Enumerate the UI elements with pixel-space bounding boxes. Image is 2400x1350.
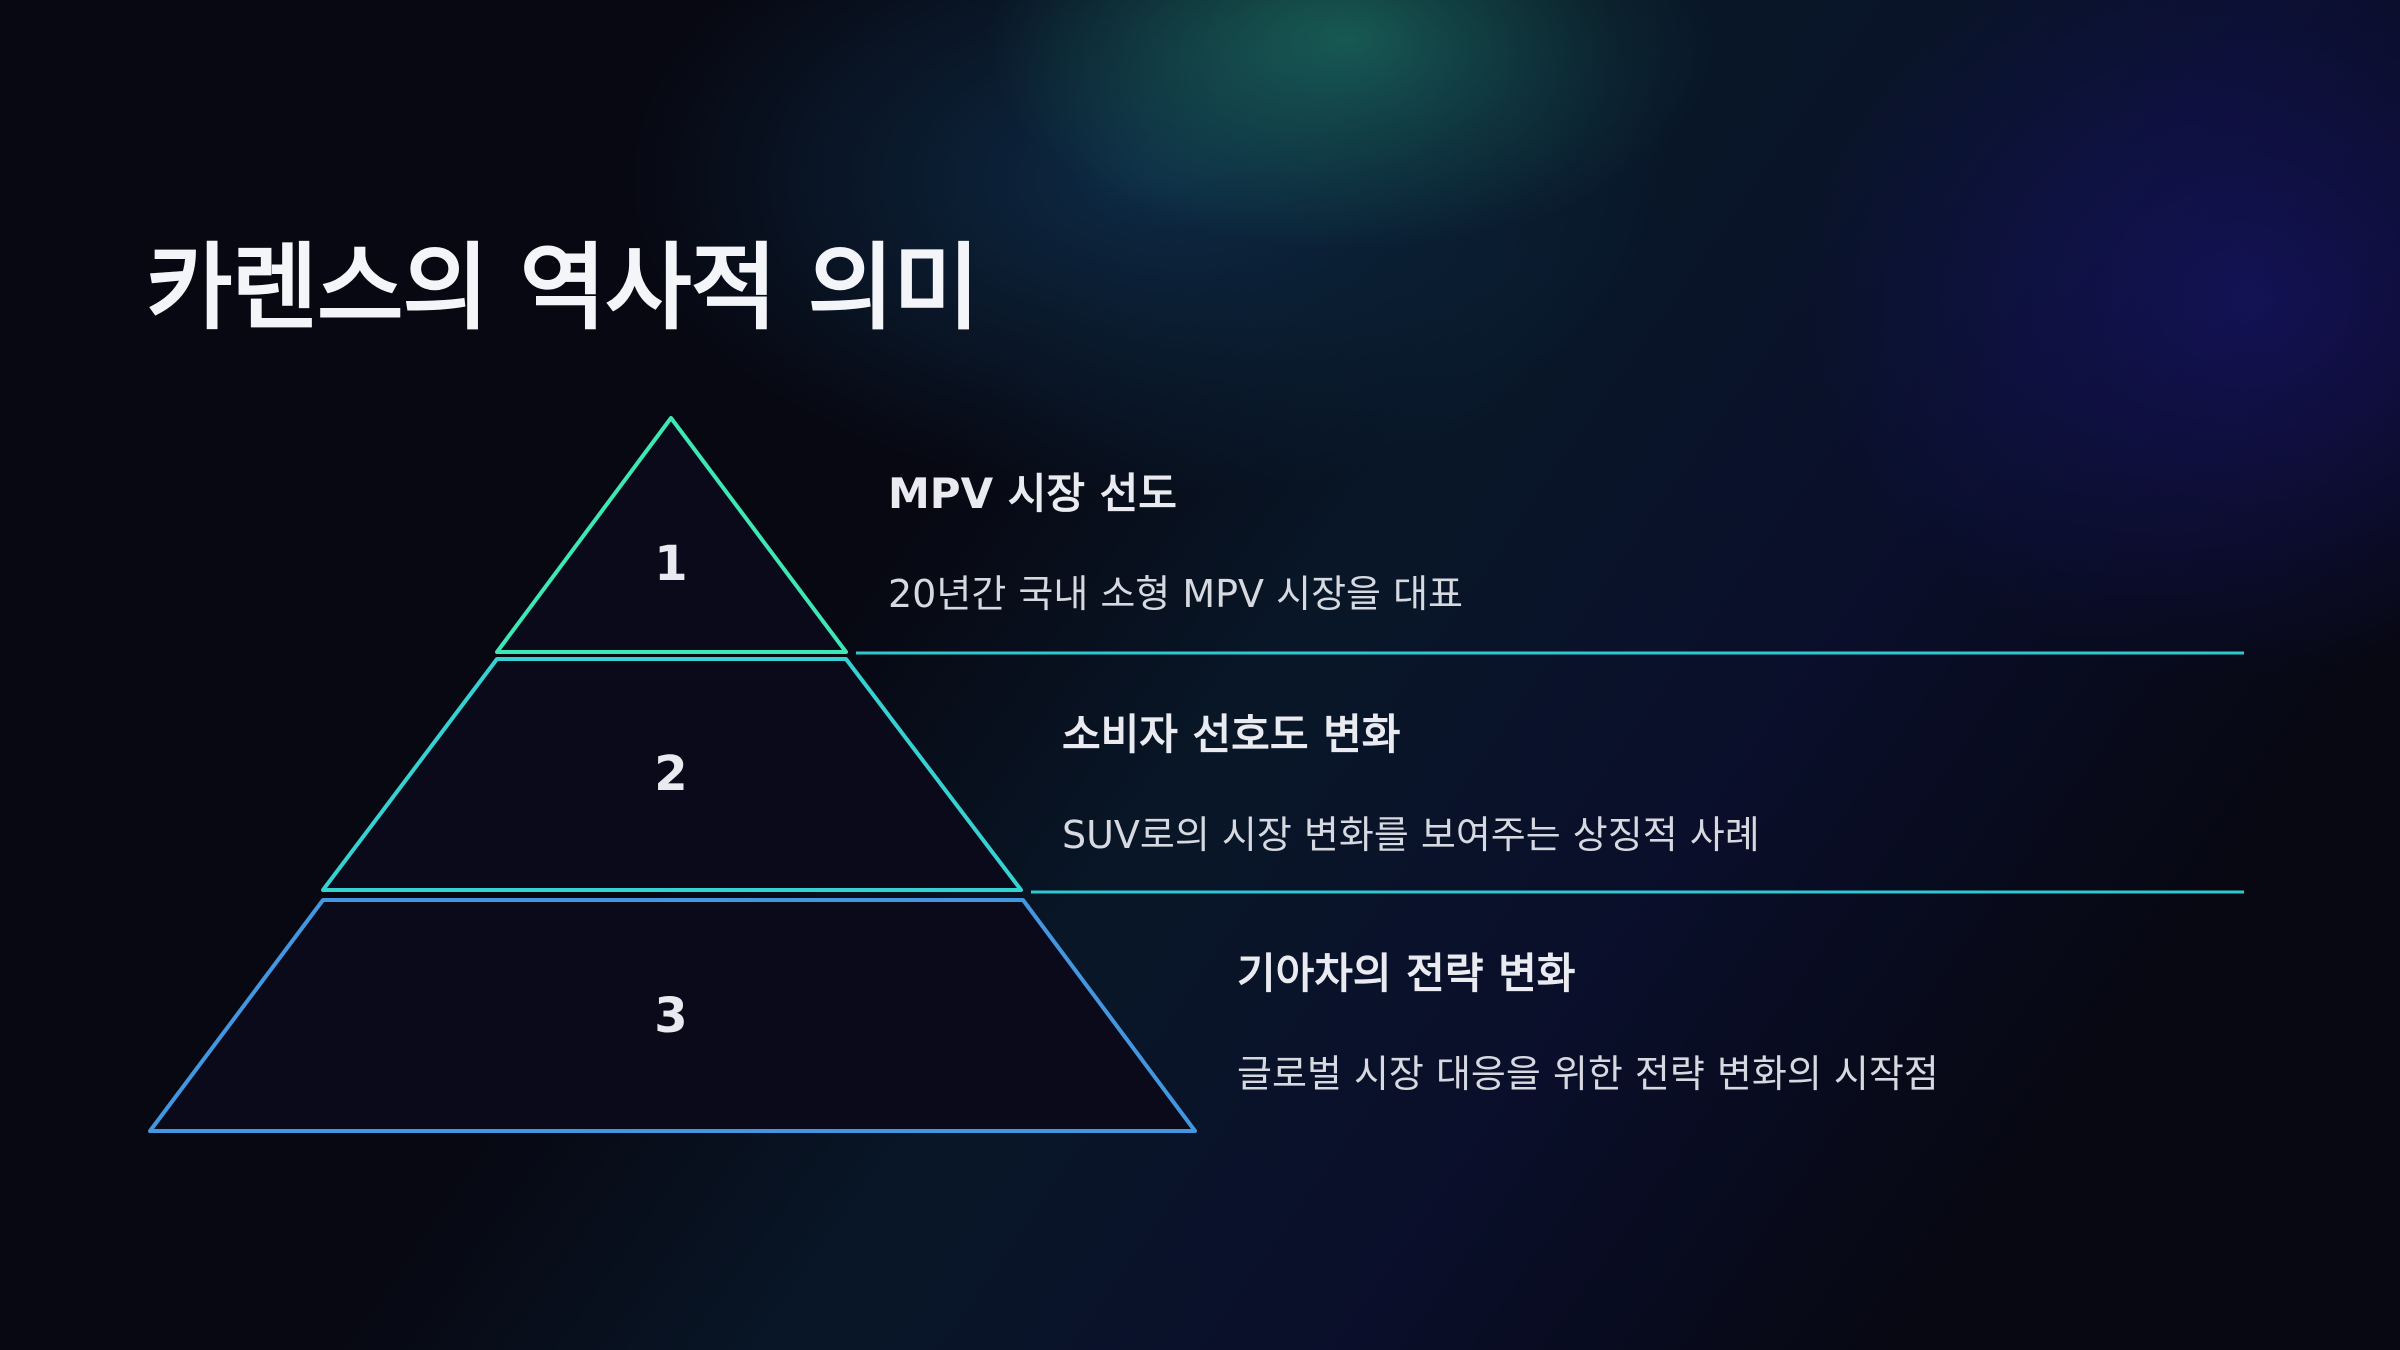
level-1-number: 1 [654, 536, 687, 592]
pyramid-level-3-shape [148, 898, 1197, 1133]
level-2-number: 2 [654, 746, 687, 802]
level-1-description: 20년간 국내 소형 MPV 시장을 대표 [888, 572, 1464, 616]
level-2-title: 소비자 선호도 변화 [1062, 710, 1401, 759]
page-title: 카렌스의 역사적 의미 [146, 234, 980, 343]
pyramid-level-1-shape [495, 416, 848, 654]
level-3-number: 3 [654, 988, 687, 1044]
pyramid-level-2-shape [321, 657, 1023, 892]
level-3-title: 기아차의 전략 변화 [1237, 949, 1576, 998]
level-1-text: MPV 시장 선도 20년간 국내 소형 MPV 시장을 대표 [888, 460, 1463, 618]
level-3-description: 글로벌 시장 대응을 위한 전략 변화의 시작점 [1237, 1052, 1939, 1096]
level-2-description: SUV로의 시장 변화를 보여주는 상징적 사례 [1062, 813, 1760, 857]
level-1-title: MPV 시장 선도 [888, 469, 1177, 518]
level-3-text: 기아차의 전략 변화 글로벌 시장 대응을 위한 전략 변화의 시작점 [1237, 940, 1939, 1098]
level-2-text: 소비자 선호도 변화 SUV로의 시장 변화를 보여주는 상징적 사례 [1062, 701, 1760, 859]
